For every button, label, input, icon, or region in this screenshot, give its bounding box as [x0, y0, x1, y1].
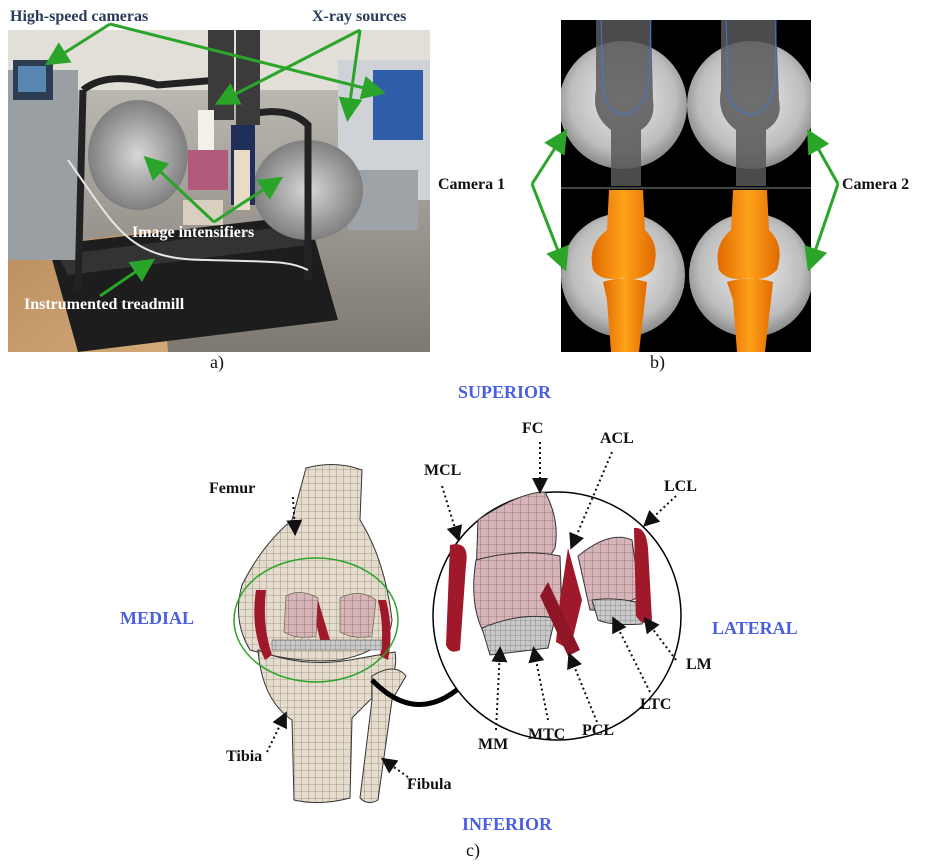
- label-femur: Femur: [209, 480, 255, 498]
- label-mm: MM: [478, 736, 508, 754]
- caption-b: b): [650, 352, 665, 373]
- panel-a-pointer-arrows: [0, 0, 440, 360]
- arrow-xray-right: [348, 30, 360, 116]
- arrow-camera1-bottom: [532, 184, 564, 266]
- arrow-camera-right: [110, 24, 380, 92]
- arrow-camera2-bottom: [810, 184, 838, 266]
- label-acl: ACL: [600, 430, 634, 448]
- knee-model-diagram: [0, 395, 934, 835]
- label-lcl: LCL: [664, 478, 697, 496]
- caption-c: c): [466, 840, 480, 861]
- arrow-xray-left: [220, 30, 360, 102]
- label-fc: FC: [522, 420, 543, 438]
- arrow-treadmill: [100, 262, 150, 296]
- label-mcl: MCL: [424, 462, 461, 480]
- label-fibula: Fibula: [407, 776, 451, 794]
- arrow-camera-left: [50, 24, 110, 62]
- label-mtc: MTC: [528, 726, 565, 744]
- arrow-camera1-top: [532, 134, 564, 184]
- label-tibia: Tibia: [226, 748, 262, 766]
- label-pcl: PCL: [582, 722, 614, 740]
- label-ltc: LTC: [640, 696, 671, 714]
- leader-mcl: [442, 486, 458, 538]
- label-lm: LM: [686, 656, 712, 674]
- leader-lcl: [646, 496, 676, 524]
- arrow-intensifier-right: [214, 180, 278, 222]
- label-camera-1: Camera 1: [438, 176, 505, 194]
- leader-tibia: [267, 715, 285, 752]
- arrow-intensifier-left: [148, 160, 214, 222]
- panel-b-pointer-arrows: [520, 120, 934, 280]
- arrow-camera2-top: [810, 134, 838, 184]
- caption-a: a): [210, 352, 224, 373]
